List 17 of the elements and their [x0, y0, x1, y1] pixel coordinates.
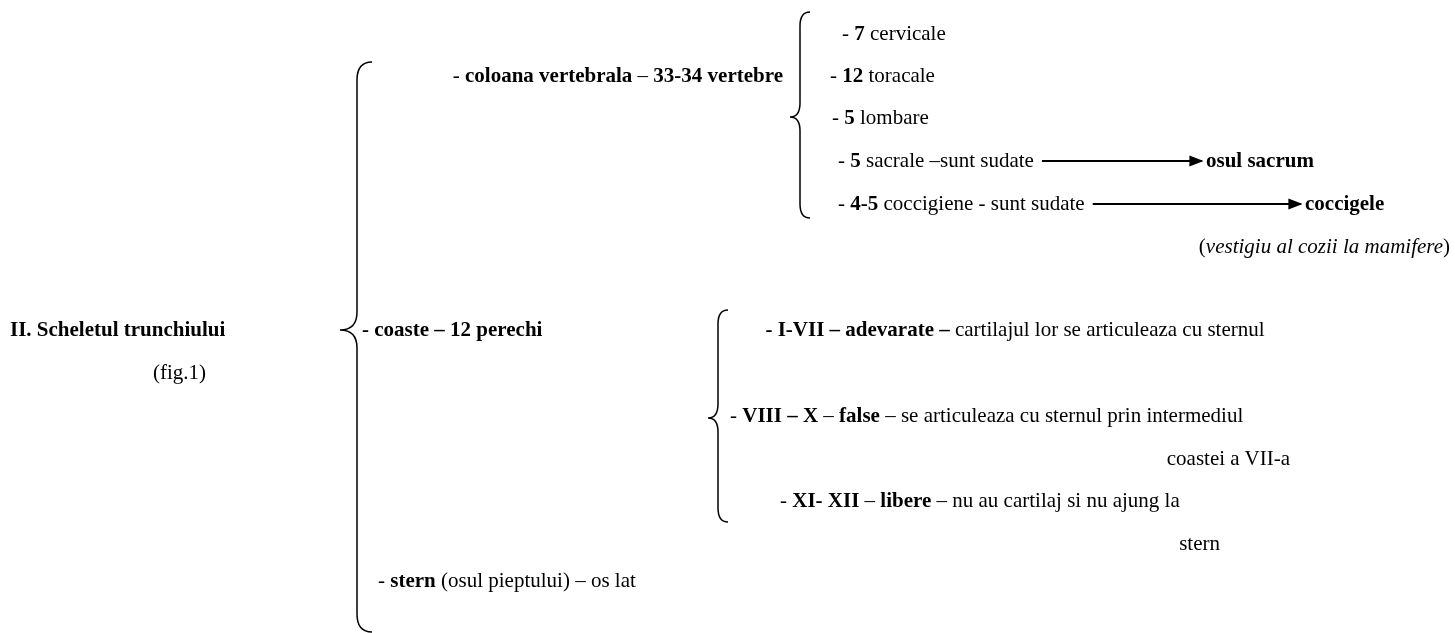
list-item: - 5 lombare [832, 103, 929, 131]
heading: II. Scheletul trunchiului [10, 315, 226, 343]
result-term: coccigele [1305, 181, 1385, 225]
note: (vestigiu al cozii la mamifere) [1198, 232, 1450, 260]
list-item: - I-VII – adevarate – cartilajul lor se articuleaza cu sternul [764, 315, 1266, 343]
list-item: - 7 cervicale [842, 19, 946, 47]
list-item: - coloana vertebrala – 33-34 vertebre [451, 61, 783, 89]
result-term: osul sacrum [1206, 138, 1314, 182]
list-item: - 4-5 coccigiene - sunt sudate [838, 181, 1085, 225]
list-item: - 12 toracale [830, 61, 935, 89]
list-item: - XI- XII – libere – nu au cartilaj si nu ajung la stern [780, 486, 1220, 557]
arrow [1040, 155, 1204, 167]
caption-text: (fig.1) [153, 358, 207, 386]
list-item: - coaste – 12 perechi [362, 315, 543, 343]
list-item: - stern (osul pieptului) – os lat [378, 566, 636, 594]
list-item: - 5 sacrale –sunt sudate [838, 138, 1034, 182]
arrow [1091, 198, 1303, 210]
